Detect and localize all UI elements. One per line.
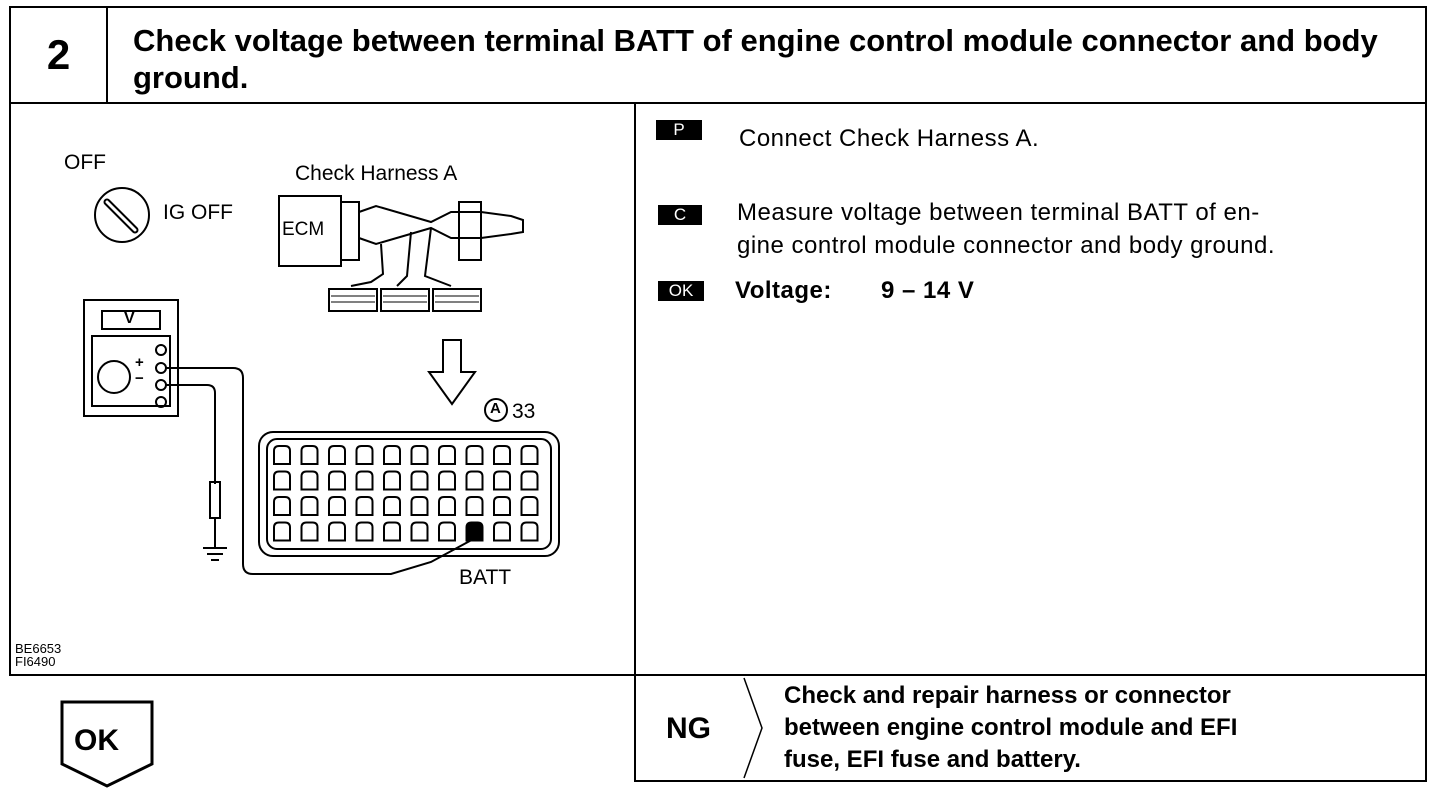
batt-label: BATT xyxy=(459,566,512,589)
connector-pin xyxy=(300,445,319,465)
ng-instruction: Check and repair harness or connector be… xyxy=(784,680,1237,776)
connector-pins-label: 33 xyxy=(512,400,536,423)
ng-label: NG xyxy=(666,712,711,745)
voltage-value: 9 – 14 V xyxy=(881,277,975,304)
connector-pin xyxy=(465,496,484,516)
wiring-diagram xyxy=(83,187,560,575)
off-label: OFF xyxy=(64,151,106,174)
ig-off-label: IG OFF xyxy=(163,201,233,224)
connector-pin xyxy=(410,445,429,465)
figure-code-2: FI6490 xyxy=(15,654,56,669)
ok-label: OK xyxy=(74,724,119,757)
tag-c: C xyxy=(658,205,702,225)
connector-pin xyxy=(383,521,401,542)
voltage-label: Voltage: xyxy=(735,277,832,304)
connector-pin xyxy=(465,470,484,491)
connector-pin xyxy=(273,521,291,542)
connector-pin xyxy=(520,445,539,465)
diagram-panel: OFF IG OFF Check Harness A ECM V + − A 3… xyxy=(9,102,636,676)
connector-pin xyxy=(410,496,429,516)
instruction-prepare: Connect Check Harness A. xyxy=(739,125,1040,152)
instruction-check-line2: gine control module connector and body g… xyxy=(737,232,1276,259)
connector-pin xyxy=(438,521,456,542)
connector-a-badge xyxy=(484,398,508,422)
ng-divider-icon xyxy=(743,677,763,779)
ng-line-3: fuse, EFI fuse and battery. xyxy=(784,746,1081,773)
connector-pin xyxy=(520,496,539,516)
connector-pin xyxy=(493,496,511,516)
tag-p: P xyxy=(656,120,702,140)
connector-pin xyxy=(273,470,291,491)
connector-pin xyxy=(465,445,484,465)
meter-label: V xyxy=(124,310,135,327)
connector-pin xyxy=(273,496,291,516)
connector-pin xyxy=(300,521,319,542)
connector-pin xyxy=(355,521,374,542)
connector-pin xyxy=(355,445,374,465)
connector-pin xyxy=(383,445,401,465)
step-number: 2 xyxy=(11,8,108,102)
connector-pin xyxy=(328,521,346,542)
connector-pin xyxy=(438,470,456,491)
ng-line-1: Check and repair harness or connector xyxy=(784,682,1231,709)
ignition-key-icon xyxy=(94,187,150,243)
check-harness-icon xyxy=(278,195,524,312)
connector-pin xyxy=(355,496,374,516)
step-header: 2 Check voltage between terminal BATT of… xyxy=(9,6,1427,104)
connector-pin xyxy=(300,496,319,516)
ng-result-box: NG Check and repair harness or connector… xyxy=(634,676,1427,782)
harness-label: Check Harness A xyxy=(295,162,458,185)
tag-ok: OK xyxy=(658,281,704,301)
connector-pin xyxy=(328,470,346,491)
connector-pin xyxy=(520,521,539,542)
instruction-check-line1: Measure voltage between terminal BATT of… xyxy=(737,199,1260,226)
arrow-down-icon xyxy=(427,339,477,406)
connector-pin xyxy=(355,470,374,491)
ng-line-2: between engine control module and EFI xyxy=(784,714,1238,741)
minus-label: − xyxy=(135,370,144,387)
connector-pin xyxy=(328,496,346,516)
connector-pin xyxy=(438,496,456,516)
connector-a-icon xyxy=(258,431,560,557)
connector-pin xyxy=(383,470,401,491)
voltmeter-icon xyxy=(83,299,480,575)
instructions-panel: P Connect Check Harness A. C Measure vol… xyxy=(634,102,1427,676)
connector-pin xyxy=(300,470,319,491)
connector-pin xyxy=(438,445,456,465)
connector-pin xyxy=(383,496,401,516)
connector-pin xyxy=(410,470,429,491)
connector-pin xyxy=(273,445,291,465)
connector-letter: A xyxy=(490,400,501,417)
plus-label: + xyxy=(135,354,144,371)
connector-pin xyxy=(410,521,429,542)
step-title: Check voltage between terminal BATT of e… xyxy=(133,23,1378,95)
ok-result-badge xyxy=(60,700,154,788)
connector-pin xyxy=(520,470,539,491)
ecm-label: ECM xyxy=(282,219,325,240)
connector-pin xyxy=(328,445,346,465)
connector-pin xyxy=(493,445,511,465)
batt-pin xyxy=(465,521,484,542)
connector-pin xyxy=(493,521,511,542)
figure-code-1: BE6653 xyxy=(15,641,62,656)
connector-pin xyxy=(493,470,511,491)
